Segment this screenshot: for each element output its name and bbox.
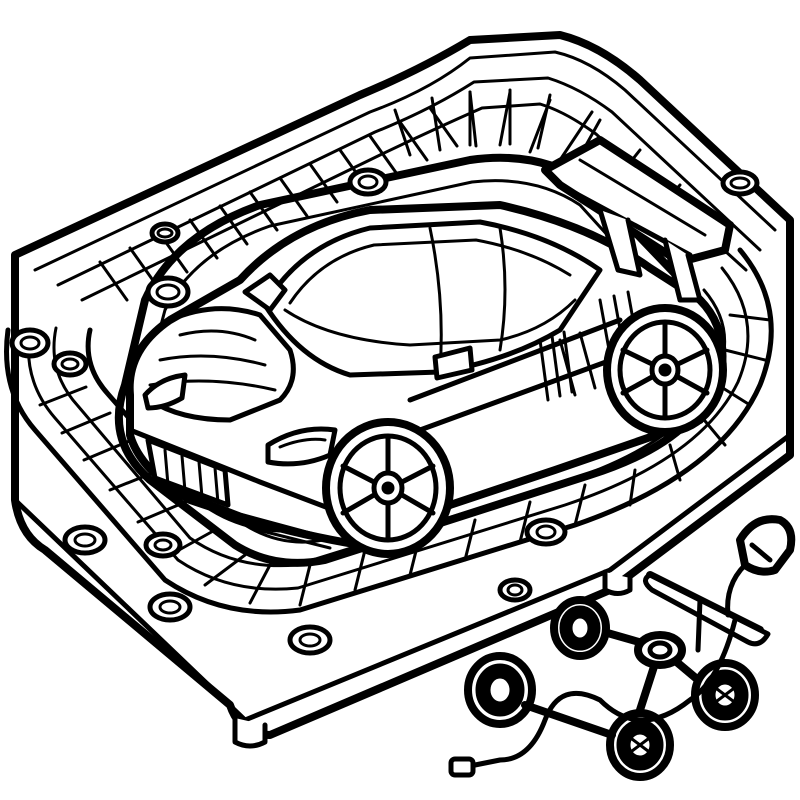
toy-axle-wheel-set <box>448 515 796 781</box>
board-leg <box>232 715 268 749</box>
track-sockets <box>9 167 760 656</box>
toy-wheel <box>550 596 610 660</box>
axle-hub <box>634 631 686 669</box>
controller-plug <box>725 515 796 618</box>
track-curve-fan <box>393 90 594 162</box>
front-wheel <box>322 418 454 558</box>
front-grille <box>127 427 363 550</box>
toy-wheel <box>606 709 674 781</box>
rear-spoiler <box>541 136 734 303</box>
race-car <box>125 136 734 558</box>
toy-wheel <box>464 652 536 728</box>
toy-wheel <box>691 659 759 731</box>
rear-wheel <box>603 304 727 436</box>
board-leg <box>602 569 633 596</box>
cable-connector <box>448 756 476 778</box>
controller-cable <box>472 617 738 768</box>
